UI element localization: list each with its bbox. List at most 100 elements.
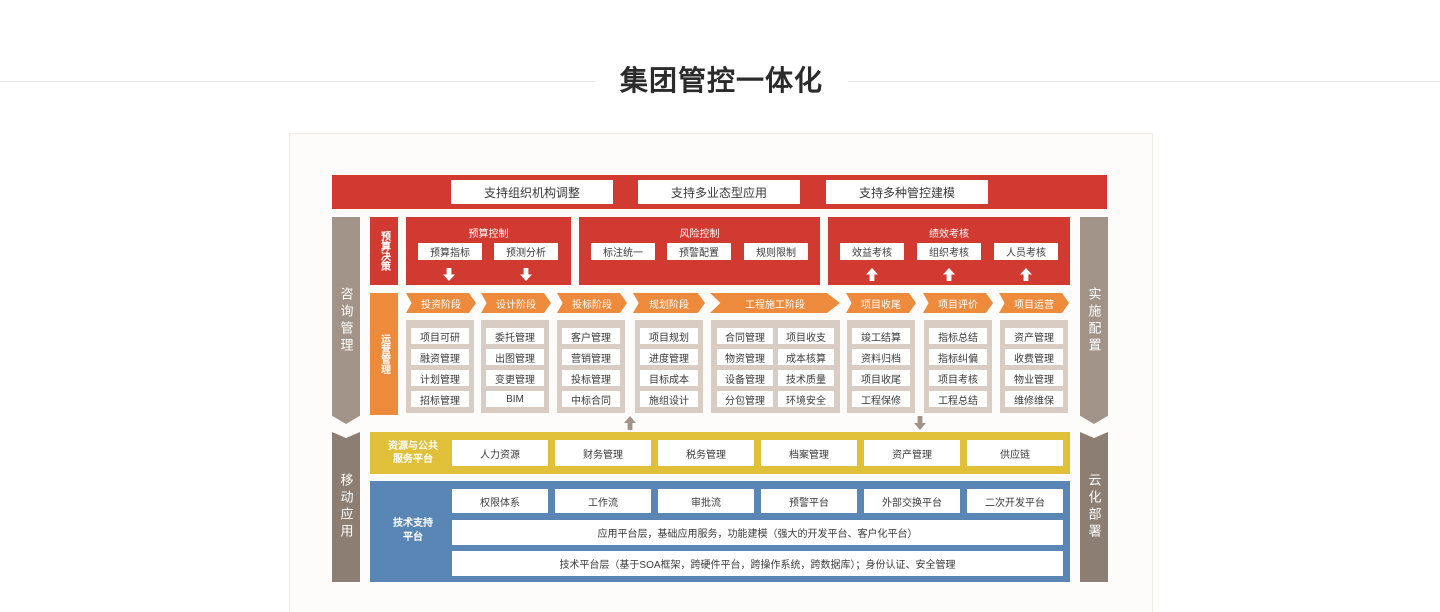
tech-item: 预警平台 [761, 489, 857, 513]
list-item: 项目可研 [411, 328, 469, 344]
tech-label: 技术支持 平台 [393, 518, 433, 543]
list-item: 融资管理 [411, 349, 469, 365]
app-platform-layer: 应用平台层，基础应用服务，功能建模（强大的开发平台、客户化平台） [452, 520, 1063, 545]
list-item: 项目规划 [640, 328, 698, 344]
phase-items-planning: 项目规划 进度管理 目标成本 施组设计 [635, 320, 703, 413]
list-item: 项目收尾 [852, 370, 910, 386]
arrow-down-icon [520, 268, 532, 281]
performance-item-3: 人员考核 [994, 243, 1058, 260]
side-implementation-config: 实施配置 [1080, 217, 1108, 424]
phase-bidding: 投标阶段 [557, 293, 627, 313]
arrow-up-icon [1020, 268, 1032, 281]
phase-items-evaluation: 指标总结 指标纠偏 项目考核 工程总结 [924, 320, 992, 413]
list-item: 合同管理 [717, 328, 773, 344]
side-mobile-app: 移动应用 [332, 432, 360, 582]
resource-item: 财务管理 [555, 440, 651, 466]
arrow-up-icon [943, 268, 955, 281]
resource-item: 档案管理 [761, 440, 857, 466]
list-item: 项目收支 [778, 328, 834, 344]
performance-item-1: 效益考核 [840, 243, 904, 260]
phase-items-investment: 项目可研 融资管理 计划管理 招标管理 [406, 320, 474, 413]
phase-design: 设计阶段 [481, 293, 551, 313]
side-consulting-label: 咨询管理 [338, 286, 354, 355]
side-cloud-label: 云化部署 [1086, 473, 1102, 541]
tech-item: 二次开发平台 [967, 489, 1063, 513]
list-item: 项目考核 [929, 370, 987, 386]
resources-label: 资源与公共 服务平台 [388, 441, 438, 465]
list-item: 物业管理 [1005, 370, 1063, 386]
list-item: 设备管理 [717, 370, 773, 386]
phase-items-bidding: 客户管理 营销管理 投标管理 中标合同 [557, 320, 625, 413]
phase-operation: 项目运营 [999, 293, 1069, 313]
title-divider-left [0, 81, 595, 82]
budget-item-1: 预算指标 [418, 243, 482, 260]
list-item: 技术质量 [778, 370, 834, 386]
list-item: 维修维保 [1005, 391, 1063, 407]
tech-platform: 技术支持 平台 权限体系 工作流 审批流 预警平台 外部交换平台 二次开发平台 … [370, 481, 1070, 582]
resource-item: 人力资源 [452, 440, 548, 466]
arrow-up-icon [866, 268, 878, 281]
phase-items-design: 委托管理 出图管理 变更管理 BIM [481, 320, 549, 413]
list-item: 施组设计 [640, 391, 698, 407]
phase-construction: 工程施工阶段 [710, 293, 840, 313]
list-item: 指标纠偏 [929, 349, 987, 365]
phase-closing: 项目收尾 [846, 293, 916, 313]
capability-control-model: 支持多种管控建模 [826, 180, 988, 204]
side-implementation-label: 实施配置 [1086, 286, 1102, 355]
phase-items-construction: 合同管理 项目收支 物资管理 成本核算 设备管理 技术质量 分包管理 环境安全 [711, 320, 840, 413]
list-item: 收费管理 [1005, 349, 1063, 365]
list-item: 营销管理 [562, 349, 620, 365]
list-item: 工程保修 [852, 391, 910, 407]
capability-bar: 支持组织机构调整 支持多业态型应用 支持多种管控建模 [332, 175, 1107, 209]
side-mobile-label: 移动应用 [338, 473, 354, 541]
resource-item: 资产管理 [864, 440, 960, 466]
resource-item: 税务管理 [658, 440, 754, 466]
title-divider-right [848, 81, 1440, 82]
operations-label: 运营管理 [370, 293, 398, 415]
list-item: 竣工结算 [852, 328, 910, 344]
arrow-down-icon [443, 268, 455, 281]
list-item: 资产管理 [1005, 328, 1063, 344]
side-cloud-deploy: 云化部署 [1080, 432, 1108, 582]
list-item: 环境安全 [778, 391, 834, 407]
list-item: 招标管理 [411, 391, 469, 407]
phase-items-closing: 竣工结算 资料归档 项目收尾 工程保修 [847, 320, 915, 413]
list-item: 物资管理 [717, 349, 773, 365]
panel-performance: 绩效考核 效益考核 组织考核 人员考核 [828, 217, 1070, 285]
list-item: 投标管理 [562, 370, 620, 386]
panel-budget-control: 预算控制 预算指标 预测分析 [406, 217, 571, 285]
capability-multi-business: 支持多业态型应用 [638, 180, 800, 204]
phase-planning: 规划阶段 [633, 293, 705, 313]
list-item: 客户管理 [562, 328, 620, 344]
phase-evaluation: 项目评价 [923, 293, 993, 313]
phase-investment: 投资阶段 [406, 293, 476, 313]
resources-platform: 资源与公共 服务平台 人力资源 财务管理 税务管理 档案管理 资产管理 供应链 [370, 432, 1070, 474]
risk-item-1: 标注统一 [591, 243, 655, 260]
tech-item: 权限体系 [452, 489, 548, 513]
list-item: 变更管理 [486, 370, 544, 386]
risk-item-2: 预警配置 [667, 243, 731, 260]
list-item: 计划管理 [411, 370, 469, 386]
list-item: BIM [486, 391, 544, 407]
decision-label: 预算决策 [370, 217, 398, 285]
tech-item: 外部交换平台 [864, 489, 960, 513]
panel-risk-control: 风险控制 标注统一 预警配置 规则限制 [579, 217, 820, 285]
list-item: 分包管理 [717, 391, 773, 407]
list-item: 委托管理 [486, 328, 544, 344]
list-item: 中标合同 [562, 391, 620, 407]
tech-platform-layer: 技术平台层（基于SOA框架，跨硬件平台，跨操作系统，跨数据库）；身份认证、安全管… [452, 551, 1063, 576]
tech-item: 工作流 [555, 489, 651, 513]
performance-item-2: 组织考核 [917, 243, 981, 260]
list-item: 资料归档 [852, 349, 910, 365]
resource-item: 供应链 [967, 440, 1063, 466]
list-item: 进度管理 [640, 349, 698, 365]
list-item: 工程总结 [929, 391, 987, 407]
list-item: 指标总结 [929, 328, 987, 344]
capability-org-adjust: 支持组织机构调整 [451, 180, 613, 204]
page-title: 集团管控一体化 [619, 65, 823, 96]
list-item: 出图管理 [486, 349, 544, 365]
list-item: 目标成本 [640, 370, 698, 386]
side-consulting-management: 咨询管理 [332, 217, 360, 424]
tech-item: 审批流 [658, 489, 754, 513]
budget-item-2: 预测分析 [494, 243, 558, 260]
